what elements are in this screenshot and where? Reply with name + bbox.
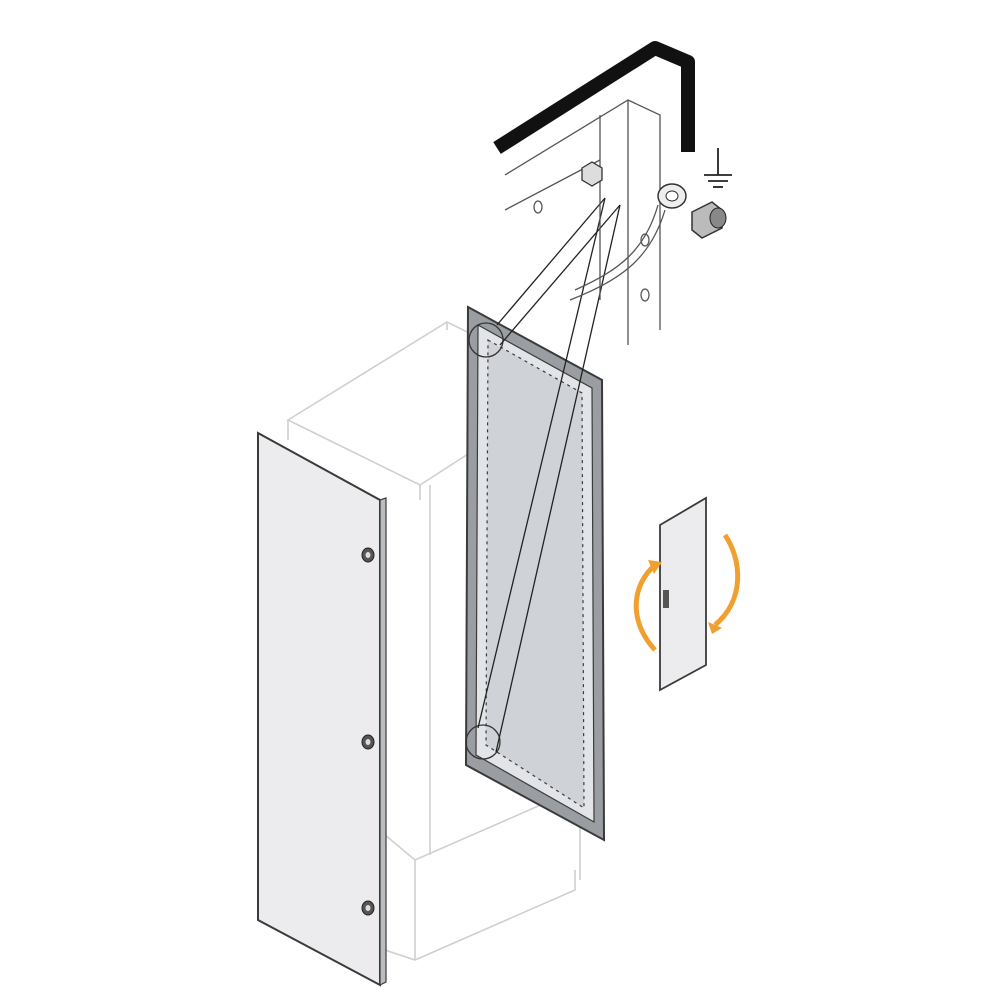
hinge-icon xyxy=(361,900,375,916)
door-handle xyxy=(663,590,669,608)
detail-callout-bottom xyxy=(465,724,501,760)
ring-terminal-icon xyxy=(657,183,687,209)
rotation-arrow-icon xyxy=(633,533,741,652)
grounding-detail xyxy=(493,41,732,345)
nut-icon xyxy=(581,161,603,187)
earth-ground-symbol xyxy=(704,148,732,188)
side-panel xyxy=(257,431,387,987)
hinge-icon xyxy=(361,547,375,563)
bolt-icon xyxy=(691,201,727,239)
detail-callout-top xyxy=(468,322,504,358)
hinge-icon xyxy=(361,734,375,750)
small-door xyxy=(659,496,707,692)
glass-door xyxy=(464,305,606,842)
